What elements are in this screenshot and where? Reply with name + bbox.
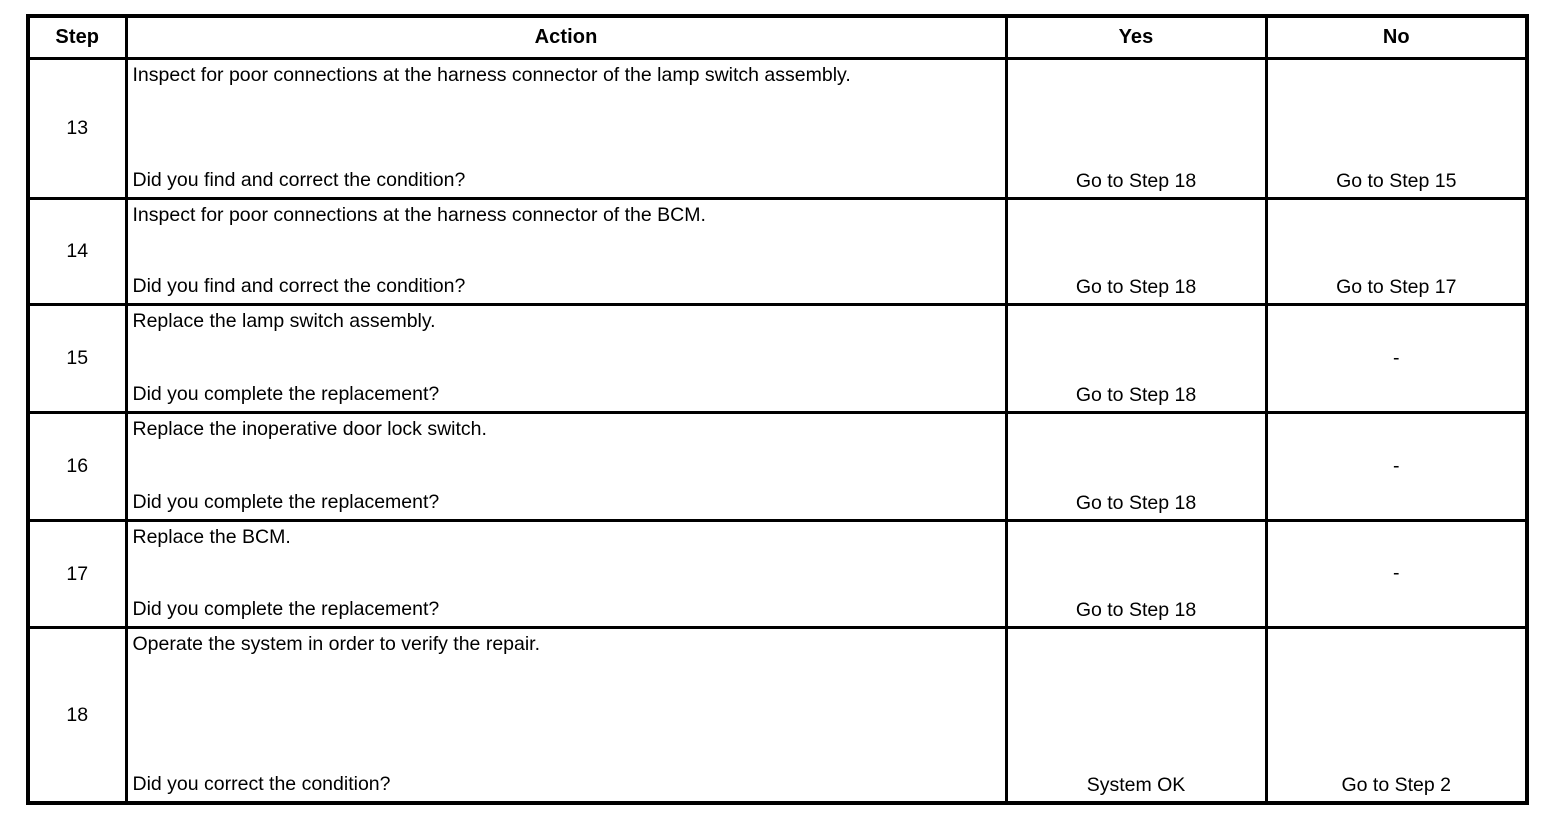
column-header-no: No [1264,14,1529,60]
action-spacer [133,551,999,598]
action-spacer [133,89,999,169]
yes-answer-cell: System OK [1004,626,1268,805]
action-question: Did you find and correct the condition? [132,168,466,191]
no-answer-cell: - [1264,411,1529,522]
no-answer: Go to Step 2 [1341,773,1452,796]
action-statement: Replace the lamp switch assembly. [132,310,436,332]
action-question: Did you correct the condition? [132,772,391,795]
table-row: 18 Operate the system in order to verify… [26,626,1529,805]
action-question: Did you complete the replacement? [132,490,440,513]
yes-answer: Go to Step 18 [1075,169,1197,192]
yes-answer-cell: Go to Step 18 [1004,519,1268,629]
table-row: 16 Replace the inoperative door lock swi… [26,411,1529,522]
table-row: 15 Replace the lamp switch assembly. Did… [26,303,1529,414]
action-spacer [133,658,999,773]
yes-answer: Go to Step 18 [1075,383,1197,406]
table-header: Step Action Yes No [26,14,1529,60]
no-answer: Go to Step 15 [1336,169,1457,192]
yes-answer: Go to Step 18 [1075,491,1197,514]
action-spacer [133,229,999,275]
step-number: 17 [26,519,128,629]
no-answer-cell: Go to Step 15 [1264,57,1529,200]
action-cell: Operate the system in order to verify th… [124,626,1008,805]
no-answer-cell: Go to Step 2 [1264,626,1529,805]
yes-answer: Go to Step 18 [1075,598,1197,621]
action-question: Did you complete the replacement? [132,382,440,405]
action-cell: Replace the BCM. Did you complete the re… [124,519,1008,629]
table-row: 14 Inspect for poor connections at the h… [26,197,1529,306]
step-number: 15 [26,303,128,414]
no-answer-cell: Go to Step 17 [1264,197,1529,306]
yes-answer-cell: Go to Step 18 [1004,303,1268,414]
action-spacer [133,443,999,491]
yes-answer-cell: Go to Step 18 [1004,57,1268,200]
no-answer: - [1393,346,1400,369]
action-statement: Replace the BCM. [132,526,291,548]
table-row: 13 Inspect for poor connections at the h… [26,57,1529,200]
yes-answer: Go to Step 18 [1075,275,1197,298]
step-number: 18 [26,626,128,805]
action-question: Did you complete the replacement? [132,597,440,620]
action-statement: Inspect for poor connections at the harn… [132,64,851,86]
action-cell: Inspect for poor connections at the harn… [124,197,1008,306]
column-header-yes: Yes [1004,14,1268,60]
step-number: 16 [26,411,128,522]
no-answer-cell: - [1264,519,1529,629]
action-spacer [133,335,999,383]
diagnostic-step-table: Step Action Yes No 13 Inspect for poor c… [26,14,1529,805]
action-statement: Replace the inoperative door lock switch… [132,418,487,440]
table-body: 13 Inspect for poor connections at the h… [26,57,1529,805]
action-cell: Inspect for poor connections at the harn… [124,57,1008,200]
column-header-action: Action [124,14,1008,60]
action-cell: Replace the inoperative door lock switch… [124,411,1008,522]
step-number: 14 [26,197,128,306]
yes-answer: System OK [1086,773,1186,796]
yes-answer-cell: Go to Step 18 [1004,197,1268,306]
action-question: Did you find and correct the condition? [132,274,466,297]
action-cell: Replace the lamp switch assembly. Did yo… [124,303,1008,414]
column-header-step: Step [26,14,128,60]
step-number: 13 [26,57,128,200]
yes-answer-cell: Go to Step 18 [1004,411,1268,522]
table-row: 17 Replace the BCM. Did you complete the… [26,519,1529,629]
no-answer: - [1393,454,1400,477]
action-statement: Operate the system in order to verify th… [132,633,541,655]
no-answer: Go to Step 17 [1336,275,1457,298]
action-statement: Inspect for poor connections at the harn… [132,204,706,226]
no-answer-cell: - [1264,303,1529,414]
header-row: Step Action Yes No [26,14,1529,60]
no-answer: - [1393,562,1400,585]
